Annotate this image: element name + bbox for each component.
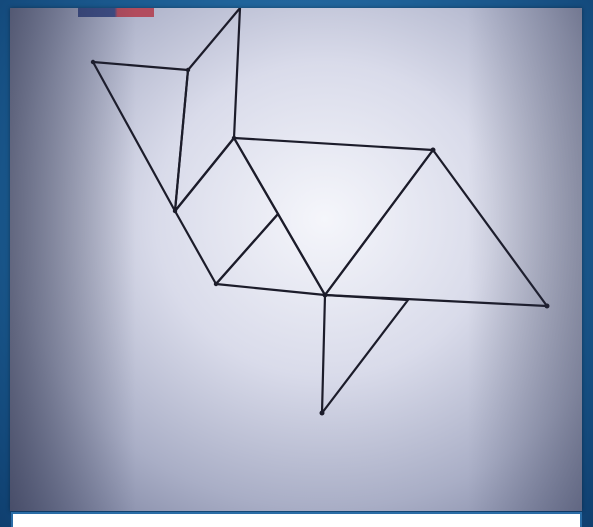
vertex-dot [232,136,236,140]
neck-square [175,138,278,284]
photo [10,8,582,511]
tangram-drawing [10,8,582,511]
head-triangle [93,62,188,211]
ear-parallelogram [175,8,240,211]
vertex-dot [431,148,436,153]
vertex-dot [214,282,218,286]
vertex-dot [173,209,177,213]
vertex-dot [186,68,190,72]
vertex-dot [545,304,550,309]
vertex-dot [323,293,328,298]
large-triangle-lower [325,150,547,306]
large-triangle-upper [234,138,433,295]
small-triangle [216,214,325,295]
vertex-dot [91,60,95,64]
vertex-dot [320,411,325,416]
leg-triangle [322,295,408,413]
caption-bar [11,512,582,527]
